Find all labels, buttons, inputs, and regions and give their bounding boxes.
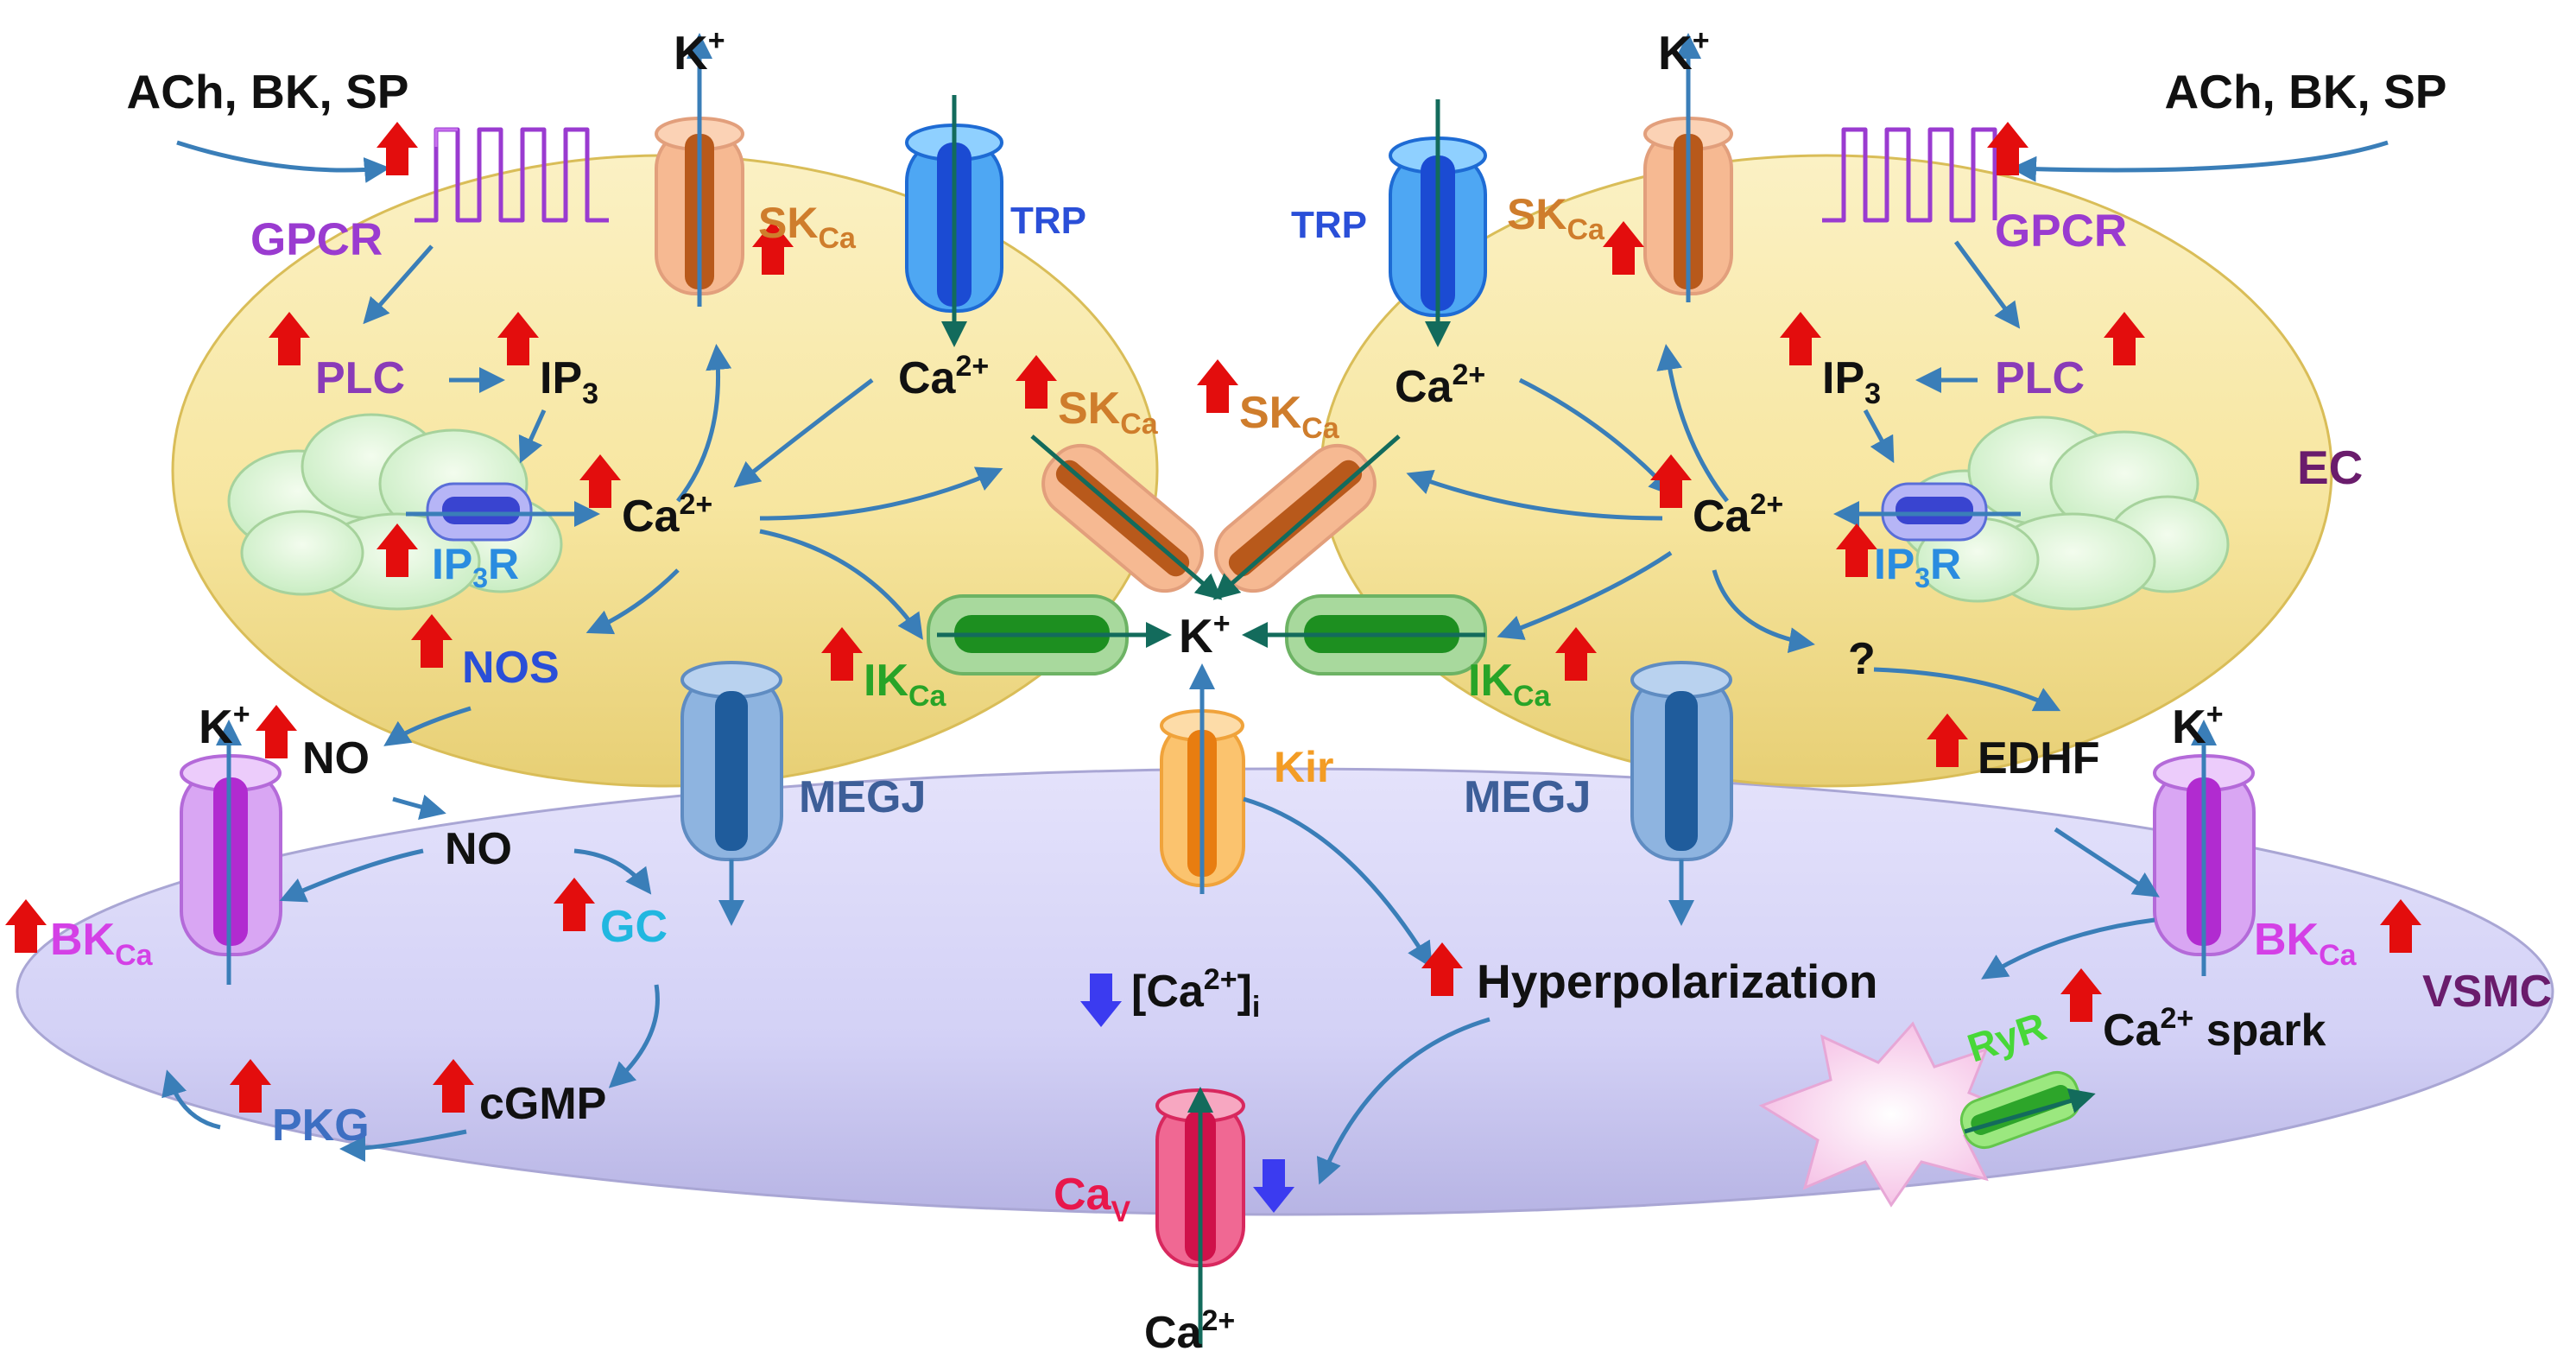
skca-channel-junction-right (1214, 443, 1377, 593)
ikca-label-right: IKCa (1468, 656, 1552, 713)
ca-label-cytosol-right: Ca2+ (1693, 488, 1783, 542)
k-label-bkca-right: K+ (2172, 698, 2224, 753)
ec-label: EC (2297, 441, 2363, 494)
trp-label-right: TRP (1291, 204, 1367, 246)
agonists-label-right: ACh, BK, SP (2165, 65, 2447, 118)
trp-label-left: TRP (1010, 200, 1086, 242)
ca-spark-label: Ca2+ spark (2103, 1002, 2326, 1056)
skca-label-junction-left: SKCa (1058, 384, 1159, 441)
k-label-bkca-left: K+ (199, 698, 250, 753)
k-label-left-top: K+ (674, 24, 725, 79)
ca-label-bottom: Ca2+ (1144, 1304, 1235, 1358)
ca-label-trp-right: Ca2+ (1395, 358, 1485, 412)
edhf-label: EDHF (1978, 733, 2100, 783)
pkg-label: PKG (272, 1100, 370, 1151)
megj-label-right: MEGJ (1464, 772, 1591, 822)
agonists-label-left: ACh, BK, SP (127, 65, 409, 118)
skca-label-top-left: SKCa (758, 199, 857, 255)
k-label-right-top: K+ (1658, 24, 1710, 79)
skca-label-junction-right: SKCa (1239, 388, 1340, 445)
kir-label: Kir (1274, 743, 1333, 791)
no-label-mid: NO (445, 824, 512, 874)
gpcr-label-right: GPCR (1995, 206, 2127, 257)
vsmc-label: VSMC (2422, 967, 2552, 1017)
gc-label: GC (600, 902, 668, 952)
hyperpolarization-label: Hyperpolarization (1477, 955, 1878, 1008)
k-label-center: K+ (1179, 607, 1231, 663)
gpcr-right (1822, 127, 1997, 223)
bkca-label-right: BKCa (2254, 915, 2358, 972)
cgmp-label: cGMP (479, 1079, 606, 1129)
plc-label-right: PLC (1995, 353, 2085, 403)
er-cloud-right (1898, 415, 2230, 611)
ip3-label-left: IP3 (540, 353, 598, 410)
ca-label-trp-left: Ca2+ (898, 350, 989, 403)
ip3r-label-left: IP3R (432, 540, 519, 593)
channel-flux-arrows (937, 95, 2096, 1348)
question-label: ? (1848, 634, 1876, 684)
gpcr-label-left: GPCR (250, 214, 383, 265)
nos-label: NOS (462, 643, 560, 693)
cav-label: CaV (1054, 1170, 1130, 1228)
megj-channel-left (680, 661, 783, 861)
gpcr-left (415, 127, 609, 223)
ip3r-label-right: IP3R (1874, 540, 1961, 593)
ip3-label-right: IP3 (1822, 353, 1881, 410)
ikca-label-left: IKCa (864, 656, 947, 713)
megj-label-left: MEGJ (799, 772, 926, 822)
bkca-label-left: BKCa (50, 915, 154, 972)
skca-label-top-right: SKCa (1507, 190, 1605, 246)
ca-i-label: [Ca2+]i (1131, 963, 1260, 1024)
plc-label-left: PLC (315, 353, 405, 403)
no-label-top: NO (302, 733, 370, 783)
megj-channel-right (1630, 661, 1733, 861)
pathway-arrows (161, 32, 2389, 1185)
ca-label-cytosol-left: Ca2+ (622, 488, 712, 542)
